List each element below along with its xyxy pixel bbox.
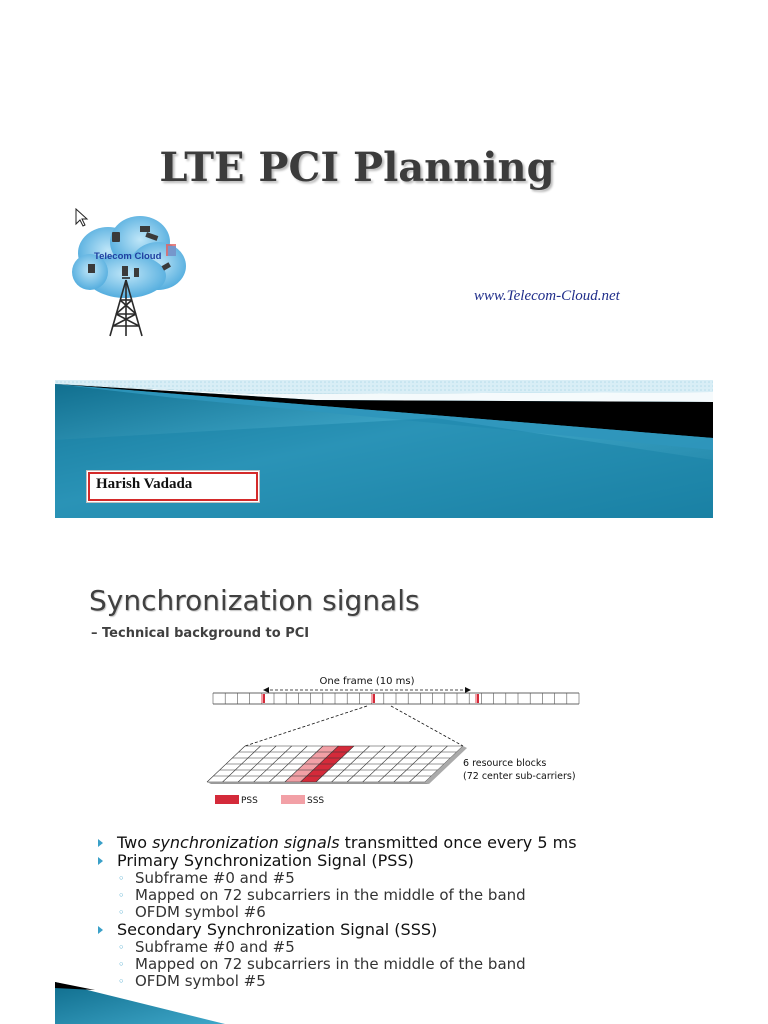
legend-pss-label: PSS — [241, 796, 258, 806]
sync-signals-subtitle: – Technical background to PCI — [91, 626, 310, 641]
sss-cell — [310, 752, 333, 758]
pss-cell — [306, 770, 329, 776]
sss-cell — [316, 746, 339, 752]
sss-cell — [284, 776, 307, 782]
pss-marker — [263, 694, 265, 703]
frame-label: One frame (10 ms) — [319, 676, 414, 687]
bullet-item: Two synchronization signals transmitted … — [96, 834, 716, 852]
pss-cell — [313, 764, 335, 770]
sss-marker — [371, 694, 373, 703]
circle-bullet-icon: ◦ — [118, 958, 125, 971]
mouse-cursor-icon — [75, 208, 89, 227]
pss-marker — [373, 694, 375, 703]
bullet-arrow-icon — [98, 839, 103, 847]
circle-bullet-icon: ◦ — [118, 975, 125, 988]
sub-bullet-item: ◦Subframe #0 and #5 — [118, 938, 295, 956]
title-slide: LTE PCI Planning Telecom — [55, 144, 713, 518]
bullet-list: Two synchronization signals transmitted … — [96, 834, 716, 990]
circle-bullet-icon: ◦ — [118, 941, 125, 954]
sub-bullet-item: ◦OFDM symbol #6 — [118, 903, 266, 921]
sub-bullet-item: ◦Mapped on 72 subcarriers in the middle … — [118, 886, 526, 904]
pss-cell — [332, 746, 354, 752]
legend-sss-swatch — [281, 795, 305, 804]
sss-cell — [291, 770, 314, 776]
sync-signal-diagram: One frame (10 ms) 6 resource blocks (72 … — [206, 676, 580, 806]
pss-cell — [300, 776, 323, 782]
decorative-band — [55, 982, 225, 1024]
bullet-arrow-icon — [98, 857, 103, 865]
sss-marker — [261, 694, 263, 703]
resource-grid — [206, 745, 467, 784]
author-name: Harish Vadada — [96, 476, 193, 492]
rb-label-line2: (72 center sub-carriers) — [463, 771, 576, 782]
rb-label-line1: 6 resource blocks — [463, 758, 546, 769]
pss-cell — [325, 752, 348, 758]
logo-text: Telecom Cloud — [94, 251, 162, 262]
legend-sss-label: SSS — [307, 796, 324, 806]
circle-bullet-icon: ◦ — [118, 906, 125, 919]
pss-marker — [477, 694, 479, 703]
sss-marker — [475, 694, 477, 703]
legend-pss-swatch — [215, 795, 239, 804]
bullet-item: Primary Synchronization Signal (PSS) — [96, 852, 716, 870]
circle-bullet-icon: ◦ — [118, 872, 125, 885]
circle-bullet-icon: ◦ — [118, 889, 125, 902]
grid-edge — [207, 782, 429, 784]
frame-strip — [212, 692, 580, 705]
website-link[interactable]: www.Telecom-Cloud.net — [474, 288, 620, 304]
bullet-item: Secondary Synchronization Signal (SSS) — [96, 921, 716, 939]
author-box — [88, 472, 258, 501]
grid-edge — [425, 746, 467, 784]
bullet-arrow-icon — [98, 926, 103, 934]
sub-bullet-item: ◦OFDM symbol #5 — [118, 972, 266, 990]
pss-cell — [319, 758, 342, 764]
slide-title: LTE PCI Planning — [159, 144, 555, 191]
sss-cell — [297, 764, 320, 770]
sss-cell — [303, 758, 326, 764]
sync-signals-title: Synchronization signals — [89, 584, 420, 617]
telecom-cloud-logo: Telecom Cloud — [72, 216, 186, 337]
sub-bullet-item: ◦Subframe #0 and #5 — [118, 869, 295, 887]
sub-bullet-item: ◦Mapped on 72 subcarriers in the middle … — [118, 955, 526, 973]
